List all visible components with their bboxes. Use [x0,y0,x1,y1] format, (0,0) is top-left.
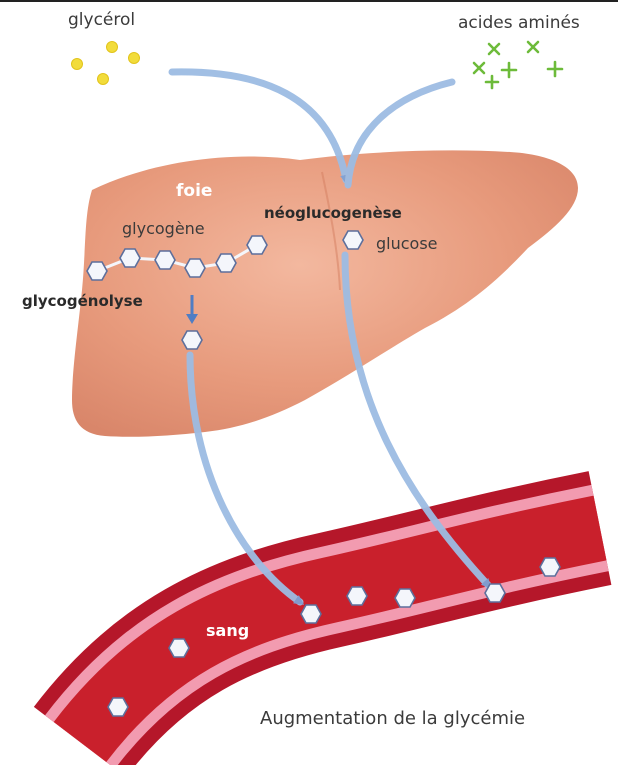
amino-acid-cross-icon [486,76,498,88]
glucose-hexagon-icon [182,331,202,349]
amino-acid-cross-icon [528,42,538,52]
glucose-hexagon-icon [120,249,140,267]
glucose-hexagon-icon [169,639,189,657]
glycerol-dot-icon [98,74,109,85]
amino-acid-cross-icon [474,63,484,73]
amino-acid-crosses [474,42,562,88]
glycerol-dot-icon [72,59,83,70]
liver-label: foie [176,181,212,201]
glycogenolysis-label: glycogénolyse [22,292,143,310]
glycerol-dot-icon [107,42,118,53]
glucose-hexagon-icon [485,584,505,602]
glycerol-dots [72,42,140,85]
glycogen-label: glycogène [122,219,205,238]
glucose-hexagon-icon [301,605,321,623]
glucose-hexagon-icon [155,251,175,269]
amino-acid-cross-icon [548,62,562,76]
glucose-hexagon-icon [108,698,128,716]
glucose-hexagon-icon [395,589,415,607]
amino-acids-label: acides aminés [458,13,580,33]
glucose-hexagon-icon [343,231,363,249]
caption: Augmentation de la glycémie [260,708,525,729]
liver-shape [72,150,578,436]
glucose-hexagon-icon [185,259,205,277]
glucose-hexagon-icon [87,262,107,280]
glucose-label: glucose [376,234,438,253]
glycerol-dot-icon [129,53,140,64]
glucose-hexagon-icon [540,558,560,576]
amino-acid-cross-icon [502,63,516,77]
glucose-hexagon-icon [347,587,367,605]
glucose-hexagon-icon [216,254,236,272]
glycerol-label: glycérol [68,10,135,30]
blood-label: sang [206,621,249,640]
gluconeogenesis-label: néoglucogenèse [264,204,402,222]
glucose-hexagon-icon [247,236,267,254]
amino-acid-cross-icon [489,44,499,54]
